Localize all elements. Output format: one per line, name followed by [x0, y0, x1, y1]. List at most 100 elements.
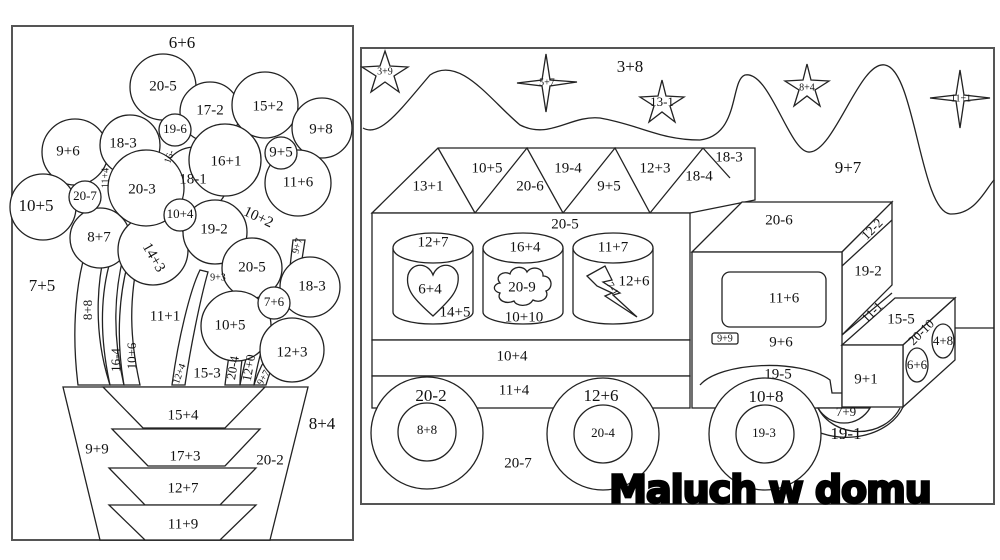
- label: 19-2: [200, 221, 228, 237]
- barrel: 12+7 6+4 14+5: [392, 232, 474, 325]
- star: [359, 48, 411, 94]
- wheel-hub: [735, 404, 795, 464]
- label: 9+3: [210, 272, 226, 283]
- label: 8+8: [417, 422, 437, 437]
- petal: [291, 97, 353, 159]
- label: 20-7: [73, 188, 97, 203]
- label: 19-3: [752, 425, 776, 440]
- label: 9+7: [835, 158, 862, 177]
- label: 15-3: [193, 365, 221, 381]
- label: 11+1: [951, 93, 971, 104]
- label: 7+5: [29, 276, 56, 295]
- label: 11+6: [769, 290, 800, 306]
- label: 10+4: [497, 348, 528, 364]
- label: 3+9: [377, 66, 393, 77]
- flower-center: [158, 113, 192, 147]
- label: 9+6: [56, 143, 80, 159]
- star-4point: [516, 53, 578, 113]
- pot-band: [101, 386, 267, 429]
- barrel-body: [572, 248, 654, 325]
- star: [637, 79, 687, 124]
- petal: [107, 149, 185, 227]
- label: 15-5: [887, 311, 915, 327]
- label: 17-2: [196, 102, 224, 118]
- label: 9+5: [597, 178, 620, 194]
- heart-icon: [406, 264, 459, 317]
- flower-panel: 6+6 7+5 8+4 20-5 17-2 15+2 9+8 9+5 16+1 …: [9, 25, 354, 541]
- petal: [188, 123, 262, 197]
- label: 8+4: [309, 414, 336, 433]
- barrel: 11+7 7-1 12+6: [572, 232, 654, 325]
- flower-center: [68, 180, 102, 214]
- label: 19-2: [854, 263, 882, 279]
- label: 19-4: [554, 160, 582, 176]
- label: 10+8: [748, 387, 783, 406]
- label: 18-3: [715, 149, 743, 165]
- label: 20-9: [508, 279, 536, 295]
- label: 5+7: [539, 77, 555, 88]
- wheel-arch: [816, 407, 872, 424]
- stem: [171, 269, 209, 386]
- label: 20-7: [504, 455, 532, 471]
- label: 12+7: [168, 480, 199, 496]
- label: 10+5: [215, 317, 246, 333]
- label: 10+4: [167, 206, 194, 221]
- label: 19-1: [830, 424, 861, 443]
- flower-center: [264, 136, 298, 170]
- label: 20-5: [149, 78, 177, 94]
- label: 20-5: [238, 259, 266, 275]
- flower-center: [163, 198, 197, 232]
- logo: Maluch w domu: [609, 468, 931, 512]
- label: 4+8: [933, 333, 953, 348]
- petal: [231, 71, 299, 139]
- label: 11+7: [598, 239, 629, 255]
- label: 9+8: [309, 121, 332, 137]
- label: 8+7: [87, 229, 111, 245]
- label: 11+4: [499, 382, 530, 398]
- label: 11+9: [168, 516, 198, 532]
- cab-window: [721, 271, 827, 328]
- label: 20-4: [591, 425, 615, 440]
- pot-band: [107, 504, 258, 541]
- cab-line: [841, 292, 893, 336]
- label: 12+3: [277, 344, 308, 360]
- star-4point: [929, 69, 991, 129]
- label: 13+1: [413, 178, 444, 194]
- barrel-top: [482, 232, 564, 264]
- flower-center: [257, 286, 291, 320]
- label: 7+6: [264, 294, 285, 309]
- label: 16-4: [108, 348, 123, 372]
- label: 11+4: [100, 168, 111, 188]
- headlight: [931, 323, 955, 359]
- hill-line: [362, 64, 995, 215]
- label: 20-6: [765, 212, 793, 228]
- barrel-top: [392, 232, 474, 264]
- label: 9+7: [290, 237, 305, 255]
- label: 3+8: [617, 57, 644, 76]
- label: 20-3: [128, 181, 156, 197]
- petal: [279, 256, 341, 318]
- label: 7+9: [836, 404, 856, 419]
- label: 10+6: [124, 342, 139, 369]
- fender: [699, 364, 842, 394]
- label: 19-6: [163, 121, 187, 136]
- label: 18-3: [109, 135, 137, 151]
- roof-line: [702, 147, 731, 179]
- cab-line: [841, 219, 893, 267]
- label: 12+6: [619, 273, 650, 289]
- label: 6+6: [907, 357, 928, 372]
- wheel-hub: [573, 404, 633, 464]
- label: 11+6: [283, 174, 314, 190]
- lightning-icon: [585, 265, 638, 318]
- label: 12+7: [418, 234, 449, 250]
- headlight: [905, 347, 929, 383]
- label: 9+1: [854, 371, 877, 387]
- label: 18-3: [298, 278, 326, 294]
- label: 18-1: [179, 171, 207, 187]
- pot-band: [110, 428, 262, 467]
- label: 10+5: [18, 196, 53, 215]
- label: 9+9: [85, 441, 108, 457]
- label: 20-6: [516, 178, 544, 194]
- label: 16+1: [211, 153, 242, 169]
- label: 6+6: [169, 33, 196, 52]
